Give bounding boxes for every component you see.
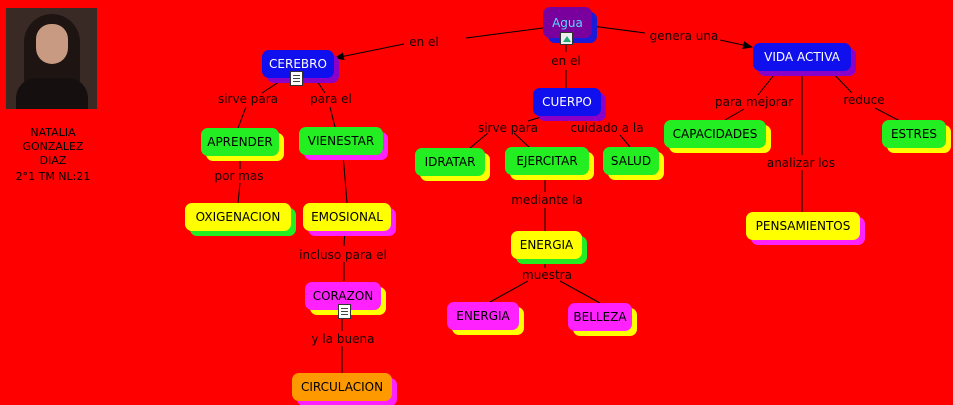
author-name-line2: GONZALEZ (22, 140, 84, 153)
node-aprender[interactable]: APRENDER (201, 128, 279, 156)
link-label-incluso-para-el: incluso para el (299, 248, 387, 262)
link-label-cuidado-a-la: cuidado a la (570, 121, 644, 135)
link-label-analizar-los: analizar los (766, 156, 836, 170)
node-vienestar[interactable]: VIENESTAR (299, 127, 383, 155)
link-label-para-el: para el (310, 92, 352, 106)
document-resource-icon[interactable] (290, 71, 303, 86)
link-label-por-mas: por mas (214, 169, 264, 183)
author-photo (6, 8, 97, 109)
node-vida-activa[interactable]: VIDA ACTIVA (753, 43, 851, 71)
link-label-para-mejorar: para mejorar (714, 95, 794, 109)
image-resource-icon[interactable] (560, 32, 573, 45)
document-resource-icon[interactable] (338, 304, 351, 319)
node-cuerpo[interactable]: CUERPO (533, 88, 601, 116)
link-label-en-el: en el (551, 54, 581, 68)
node-oxigenacion[interactable]: OXIGENACION (185, 203, 291, 231)
node-estres[interactable]: ESTRES (882, 120, 946, 148)
author-name-line3: DIAZ (39, 154, 67, 167)
link-label-reduce: reduce (843, 93, 885, 107)
node-energia-magenta[interactable]: ENERGIA (447, 302, 519, 330)
node-energia-yellow[interactable]: ENERGIA (511, 231, 582, 259)
node-circulacion[interactable]: CIRCULACION (292, 373, 392, 401)
link-label-muestra: muestra (522, 268, 572, 282)
author-class-info: 2°1 TM NL:21 (15, 170, 91, 183)
author-name-line1: NATALIA (30, 126, 76, 139)
node-capacidades[interactable]: CAPACIDADES (664, 120, 766, 148)
link-label-genera-una: genera una (649, 29, 719, 43)
link-label-y-la-buena: y la buena (311, 332, 375, 346)
link-label-sirve-para: sirve para (477, 121, 539, 135)
node-corazon[interactable]: CORAZON (305, 282, 381, 310)
node-pensamientos[interactable]: PENSAMIENTOS (746, 212, 860, 240)
node-emosional[interactable]: EMOSIONAL (303, 203, 391, 231)
node-idratar[interactable]: IDRATAR (415, 148, 485, 176)
node-ejercitar[interactable]: EJERCITAR (505, 147, 589, 175)
node-salud[interactable]: SALUD (603, 147, 659, 175)
node-belleza[interactable]: BELLEZA (568, 303, 632, 331)
link-label-mediante-la: mediante la (511, 193, 583, 207)
link-label-sirve-para: sirve para (217, 92, 279, 106)
link-label-en-el: en el (409, 35, 439, 49)
